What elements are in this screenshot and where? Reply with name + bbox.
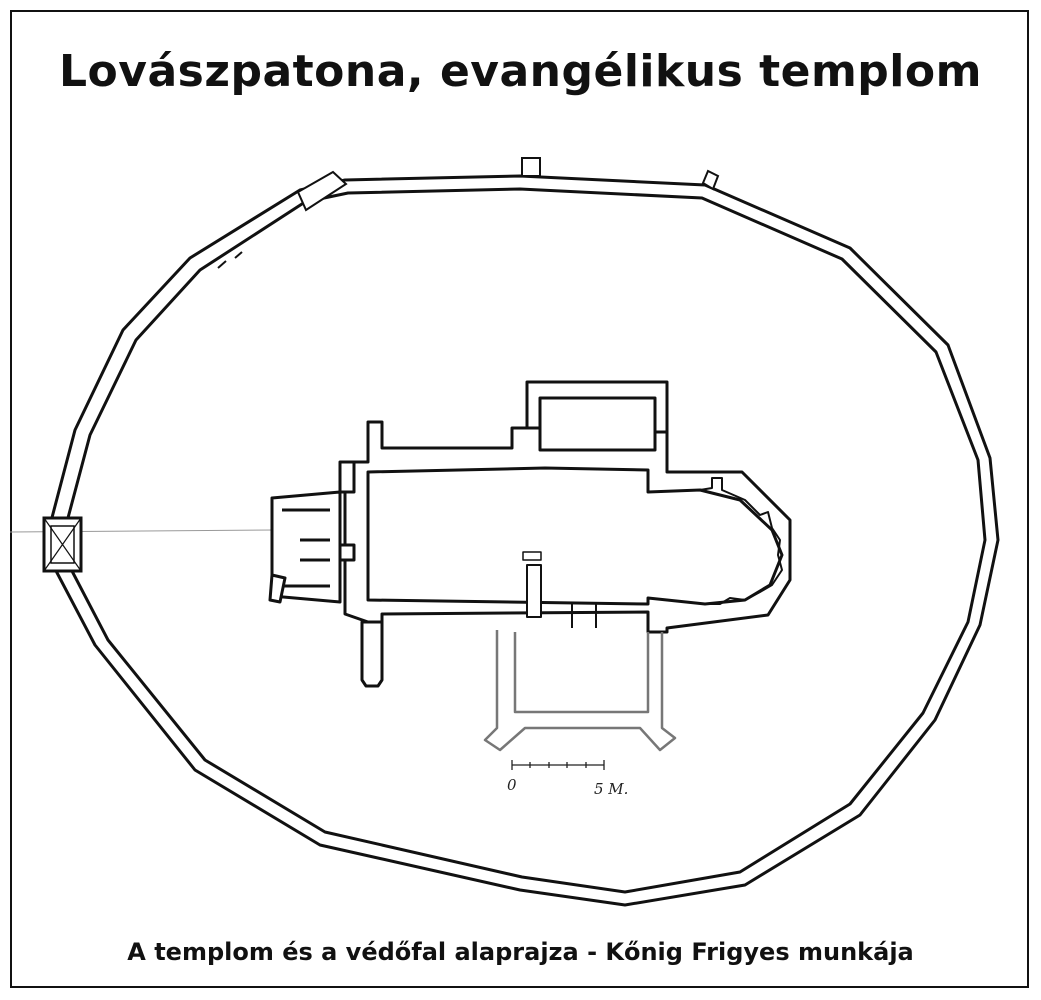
southwest-annex bbox=[360, 620, 384, 688]
wall-bastion bbox=[296, 170, 348, 212]
pier bbox=[526, 564, 542, 618]
pier bbox=[522, 551, 542, 561]
nave-inner-wall bbox=[366, 466, 784, 606]
west-tower bbox=[270, 490, 342, 604]
west-porch-wall bbox=[268, 573, 287, 604]
wall-joint bbox=[217, 260, 227, 269]
gate-tower-inner bbox=[50, 525, 75, 564]
gate-tower bbox=[42, 516, 83, 573]
scale-start-label: 0 bbox=[507, 776, 517, 794]
wall-joint bbox=[234, 251, 243, 259]
south-chapel-ruin bbox=[483, 630, 677, 752]
defensive-wall bbox=[42, 174, 1000, 907]
church-building bbox=[268, 380, 792, 688]
wall-bastion bbox=[521, 157, 541, 177]
wall-bastion bbox=[701, 169, 720, 191]
buttress bbox=[338, 543, 356, 562]
scale-bar bbox=[511, 760, 605, 770]
apse-inner-outline bbox=[699, 477, 783, 605]
gate-diagonal bbox=[43, 517, 82, 572]
figure-caption: A templom és a védőfal alaprajza - Kőnig… bbox=[127, 938, 914, 966]
south-chapel-outer bbox=[483, 630, 677, 752]
scale-end-label: 5 M. bbox=[594, 780, 628, 798]
wall-bastions bbox=[217, 157, 720, 269]
south-chapel-inner bbox=[513, 632, 650, 714]
nave-outer-wall bbox=[343, 420, 792, 634]
buttress bbox=[338, 460, 356, 494]
page-title: Lovászpatona, evangélikus templom bbox=[59, 46, 982, 97]
wall-inner-line bbox=[58, 187, 987, 894]
wall-outer-line bbox=[42, 174, 1000, 907]
north-sacristy bbox=[525, 380, 669, 434]
